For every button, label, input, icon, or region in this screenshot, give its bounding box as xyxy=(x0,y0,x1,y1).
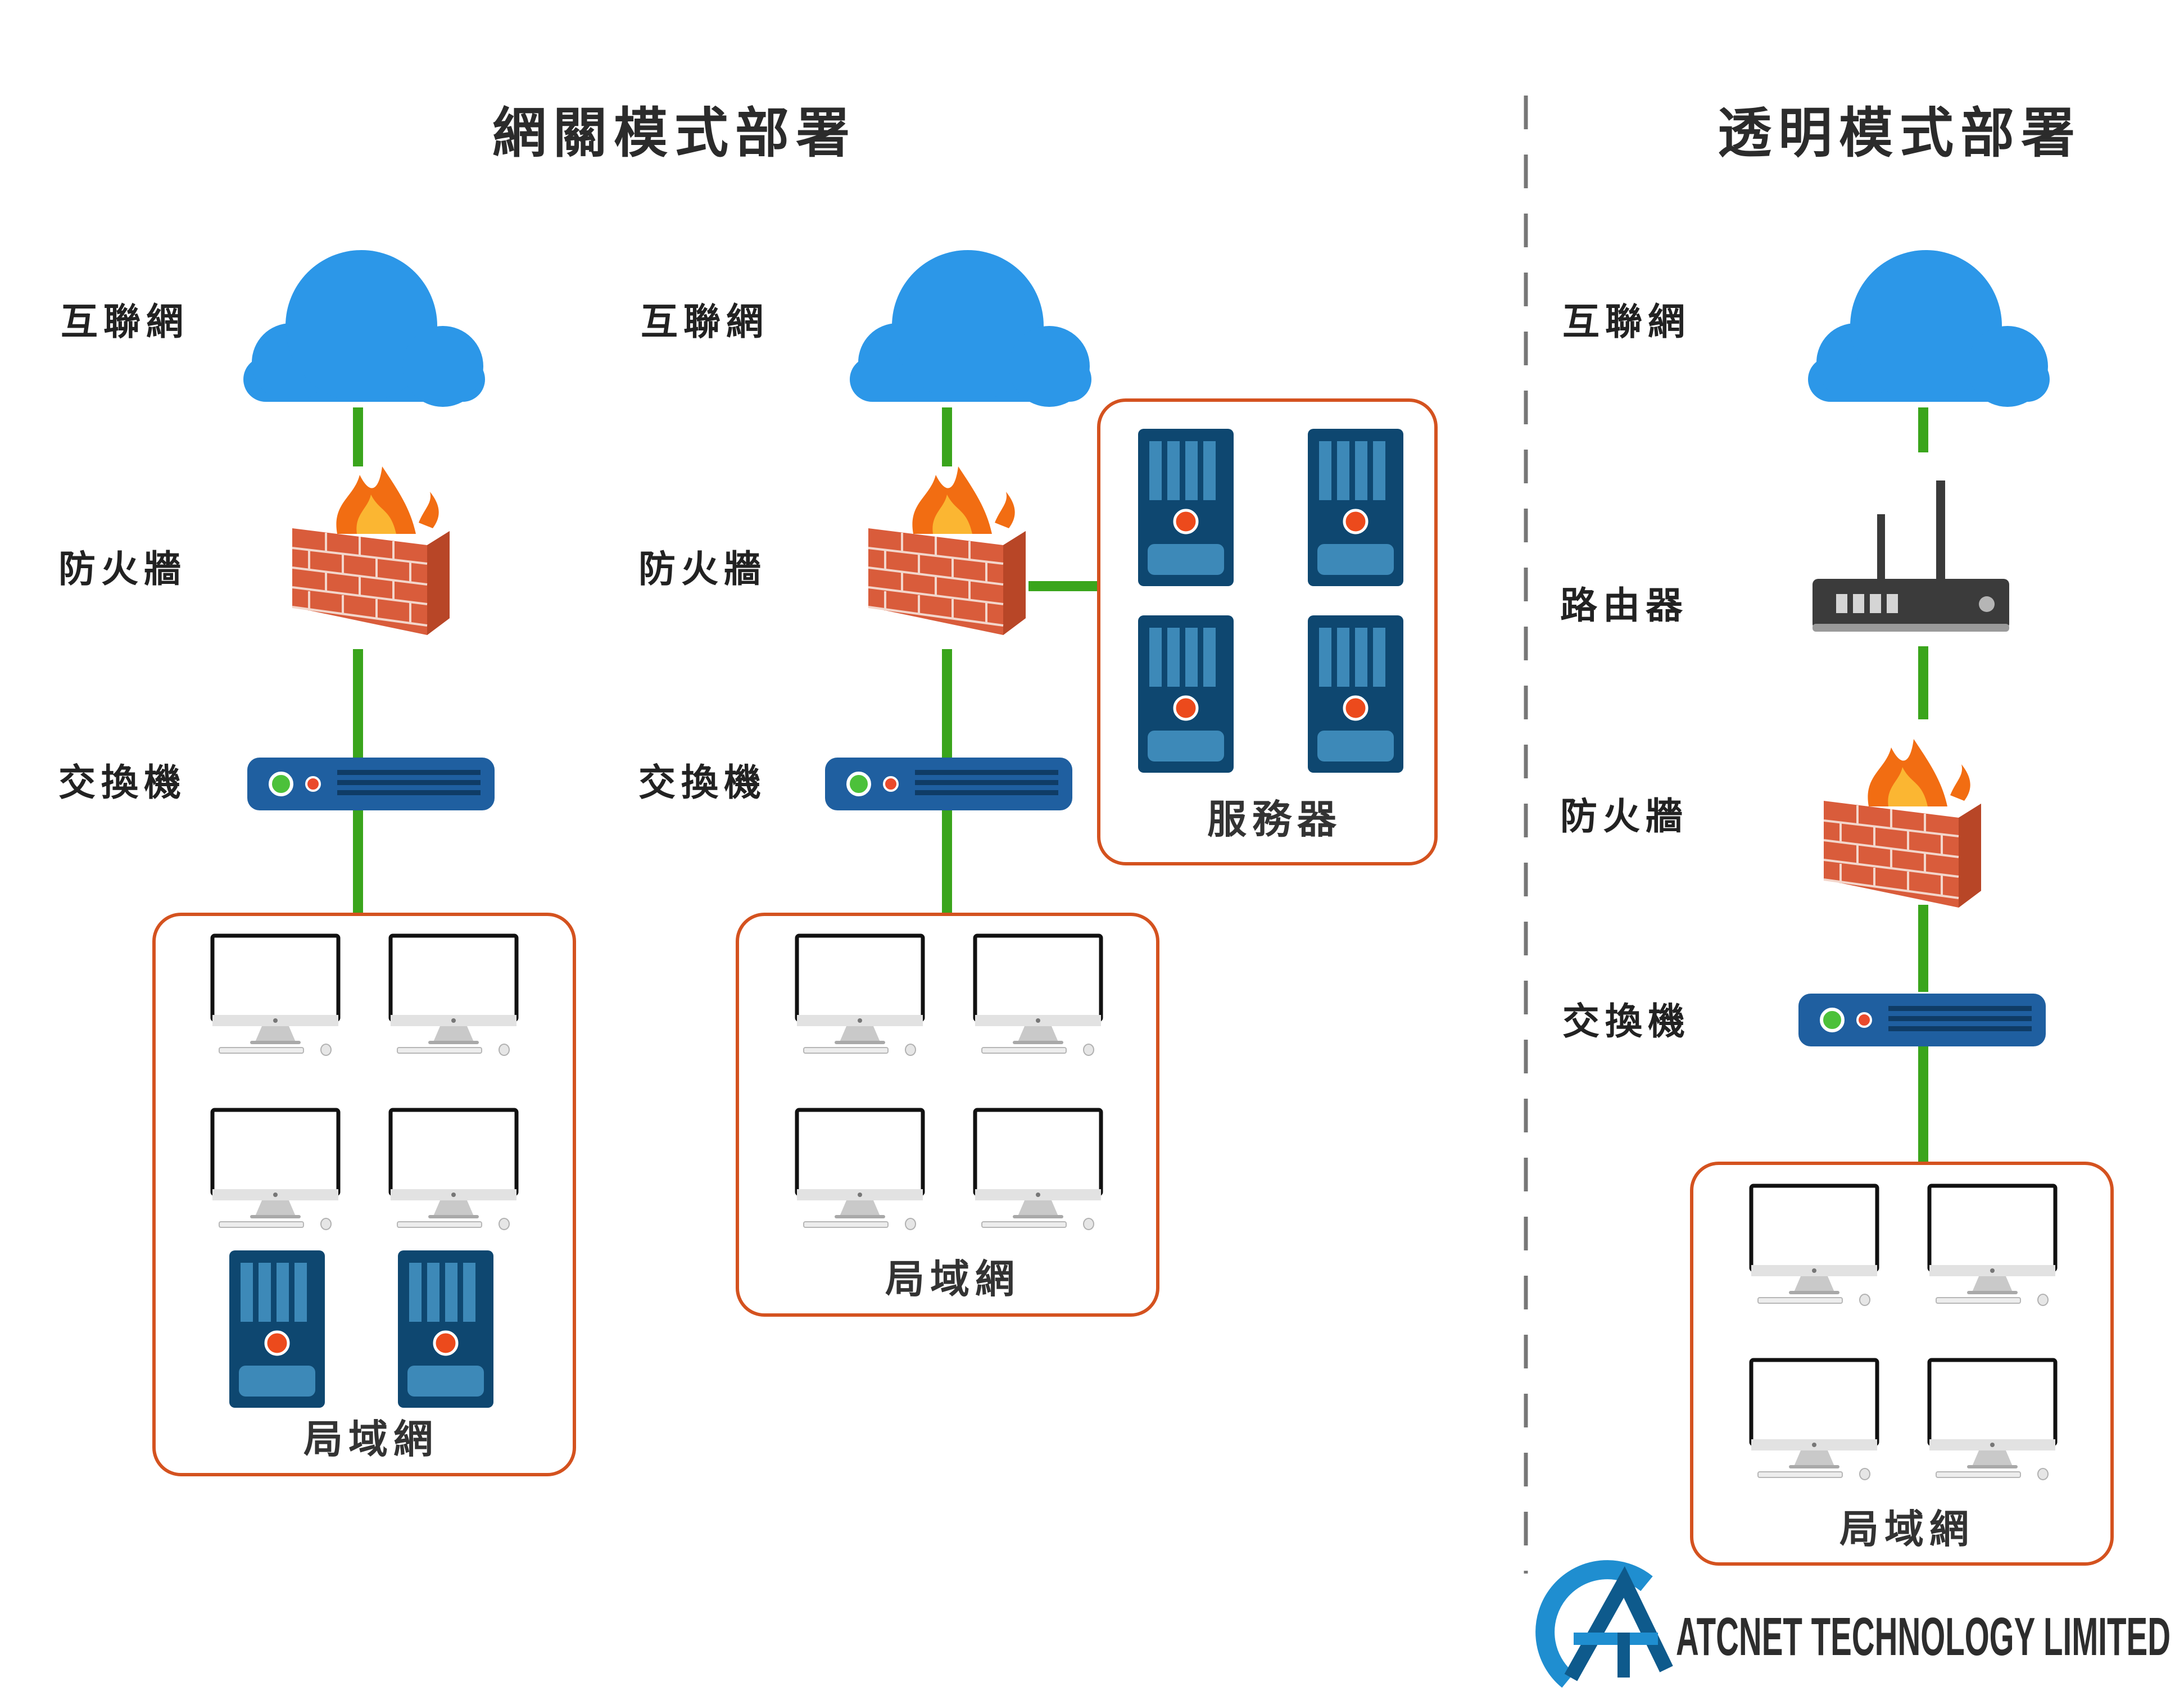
lan-label: 局域網 xyxy=(303,1416,438,1462)
firewall-icon xyxy=(1823,738,1982,909)
router-icon xyxy=(1813,480,2009,632)
server-icon xyxy=(1138,615,1234,773)
computer-icon xyxy=(797,1110,923,1230)
computer-icon xyxy=(391,1110,516,1230)
firewall-icon xyxy=(867,465,1027,636)
switch-label: 交換機 xyxy=(58,761,187,804)
cloud-icon xyxy=(1808,250,2050,407)
link-lines xyxy=(942,407,1099,913)
computer-icon xyxy=(975,1110,1101,1230)
gateway-column-1: 互聯網 防火牆 交換機 局域網 xyxy=(58,250,576,1476)
computer-icon xyxy=(975,936,1101,1055)
internet-label: 互聯網 xyxy=(61,300,189,343)
computer-icon xyxy=(212,1110,338,1230)
gateway-mode-title: 網關模式部署 xyxy=(492,102,857,165)
lan-label: 局域網 xyxy=(1839,1506,1974,1552)
lan-box xyxy=(152,913,576,1476)
lan-label: 局域網 xyxy=(885,1256,1020,1302)
computer-icon xyxy=(212,936,338,1055)
firewall-icon xyxy=(291,465,451,636)
computer-icon xyxy=(391,936,516,1055)
router-label: 路由器 xyxy=(1560,584,1688,627)
company-logo xyxy=(1535,1560,1673,1688)
switch-label: 交換機 xyxy=(1562,1000,1691,1043)
lan-box xyxy=(1690,1162,2114,1566)
computer-icon xyxy=(1929,1360,2055,1480)
company-name: ATCNET TECHNOLOGY LIMITED xyxy=(1676,1607,2171,1667)
cloud-icon xyxy=(243,250,485,407)
computer-icon xyxy=(797,936,923,1055)
switch-label: 交換機 xyxy=(638,761,767,804)
server-icon xyxy=(1138,429,1234,586)
server-icon xyxy=(229,1250,325,1408)
cloud-icon xyxy=(850,250,1091,407)
switch-icon xyxy=(825,758,1072,810)
firewall-label: 防火牆 xyxy=(1560,795,1688,838)
gateway-column-2: 互聯網 防火牆 交換機 服務器 局域網 xyxy=(638,250,1438,1317)
server-label: 服務器 xyxy=(1207,796,1342,842)
computer-icon xyxy=(1751,1360,1877,1480)
server-icon xyxy=(1308,429,1403,586)
internet-label: 互聯網 xyxy=(1562,300,1691,343)
lan-box xyxy=(736,913,1159,1317)
server-icon xyxy=(1308,615,1403,773)
switch-icon xyxy=(247,758,495,810)
firewall-label: 防火牆 xyxy=(638,547,767,591)
transparent-column: 互聯網 路由器 防火牆 交換機 局域網 xyxy=(1560,250,2114,1566)
computer-icon xyxy=(1751,1186,1877,1305)
internet-label: 互聯網 xyxy=(641,300,769,343)
server-icon xyxy=(398,1250,493,1408)
server-box xyxy=(1097,398,1438,865)
switch-icon xyxy=(1798,994,2046,1046)
transparent-mode-title: 透明模式部署 xyxy=(1718,102,2082,165)
firewall-label: 防火牆 xyxy=(58,547,187,591)
computer-icon xyxy=(1929,1186,2055,1305)
